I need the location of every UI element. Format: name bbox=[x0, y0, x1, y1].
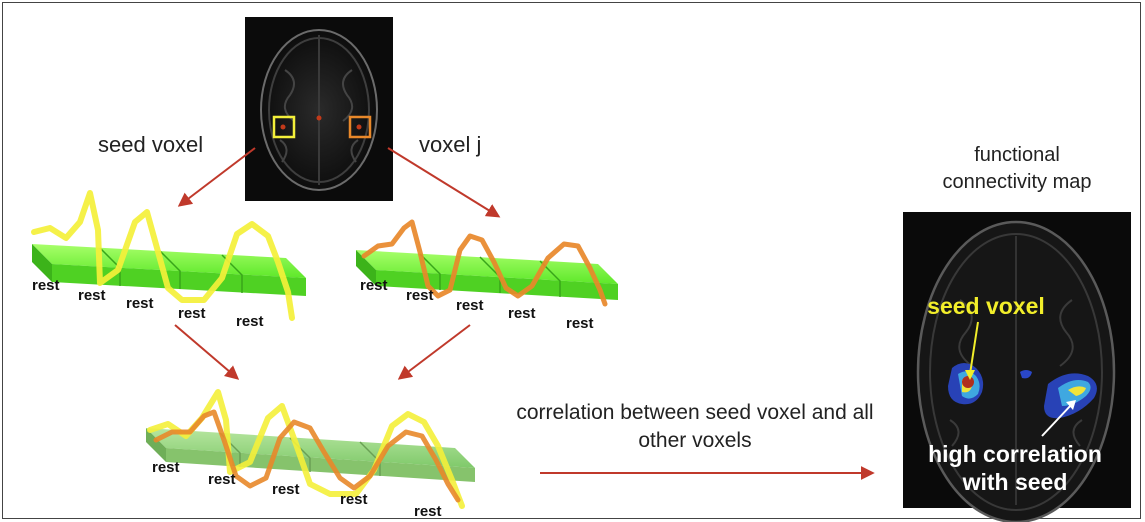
arrow-seed-to-combined bbox=[174, 324, 240, 380]
rest-label: rest bbox=[236, 313, 264, 330]
rest-label: rest bbox=[126, 295, 154, 312]
rest-label: rest bbox=[78, 287, 106, 304]
map-high-correlation-label: high correlation with seed bbox=[928, 441, 1102, 495]
seed-voxel-pointer bbox=[969, 321, 979, 375]
voxel-j-label: voxel j bbox=[419, 132, 482, 157]
connectivity-map-image bbox=[903, 212, 1131, 522]
voxel-j-trace bbox=[361, 219, 608, 307]
rest-label: rest bbox=[406, 287, 434, 304]
brain-slice-top bbox=[245, 17, 393, 201]
voxel-j-rest-bar bbox=[356, 250, 618, 300]
rest-label: rest bbox=[566, 315, 594, 332]
high-correlation-pointer bbox=[1041, 403, 1073, 437]
rest-label: rest bbox=[414, 503, 442, 520]
rest-label: rest bbox=[178, 305, 206, 322]
map-seed-voxel-label: seed voxel bbox=[927, 293, 1045, 319]
fc-map-title: functional connectivity map bbox=[942, 144, 1092, 193]
rest-label: rest bbox=[508, 305, 536, 322]
seed-voxel-label: seed voxel bbox=[98, 132, 204, 157]
seed-voxel-trace bbox=[31, 190, 295, 321]
arrow-to-voxel-j-trace bbox=[387, 147, 501, 218]
rest-label: rest bbox=[152, 459, 180, 476]
correlation-caption: correlation between seed voxel and all o… bbox=[516, 401, 874, 452]
combined-voxel-j-trace bbox=[153, 409, 461, 503]
arrow-j-to-combined bbox=[397, 324, 471, 380]
rest-label: rest bbox=[360, 277, 388, 294]
rest-label: rest bbox=[340, 491, 368, 508]
rest-label: rest bbox=[208, 471, 236, 488]
combined-seed-trace bbox=[147, 389, 465, 509]
voxel-j-box bbox=[348, 115, 372, 139]
rest-label: rest bbox=[272, 481, 300, 498]
combined-rest-bar bbox=[146, 428, 475, 482]
rest-label: rest bbox=[32, 277, 60, 294]
arrow-to-seed-trace bbox=[177, 147, 256, 207]
seed-voxel-box bbox=[272, 115, 296, 139]
rest-label: rest bbox=[456, 297, 484, 314]
